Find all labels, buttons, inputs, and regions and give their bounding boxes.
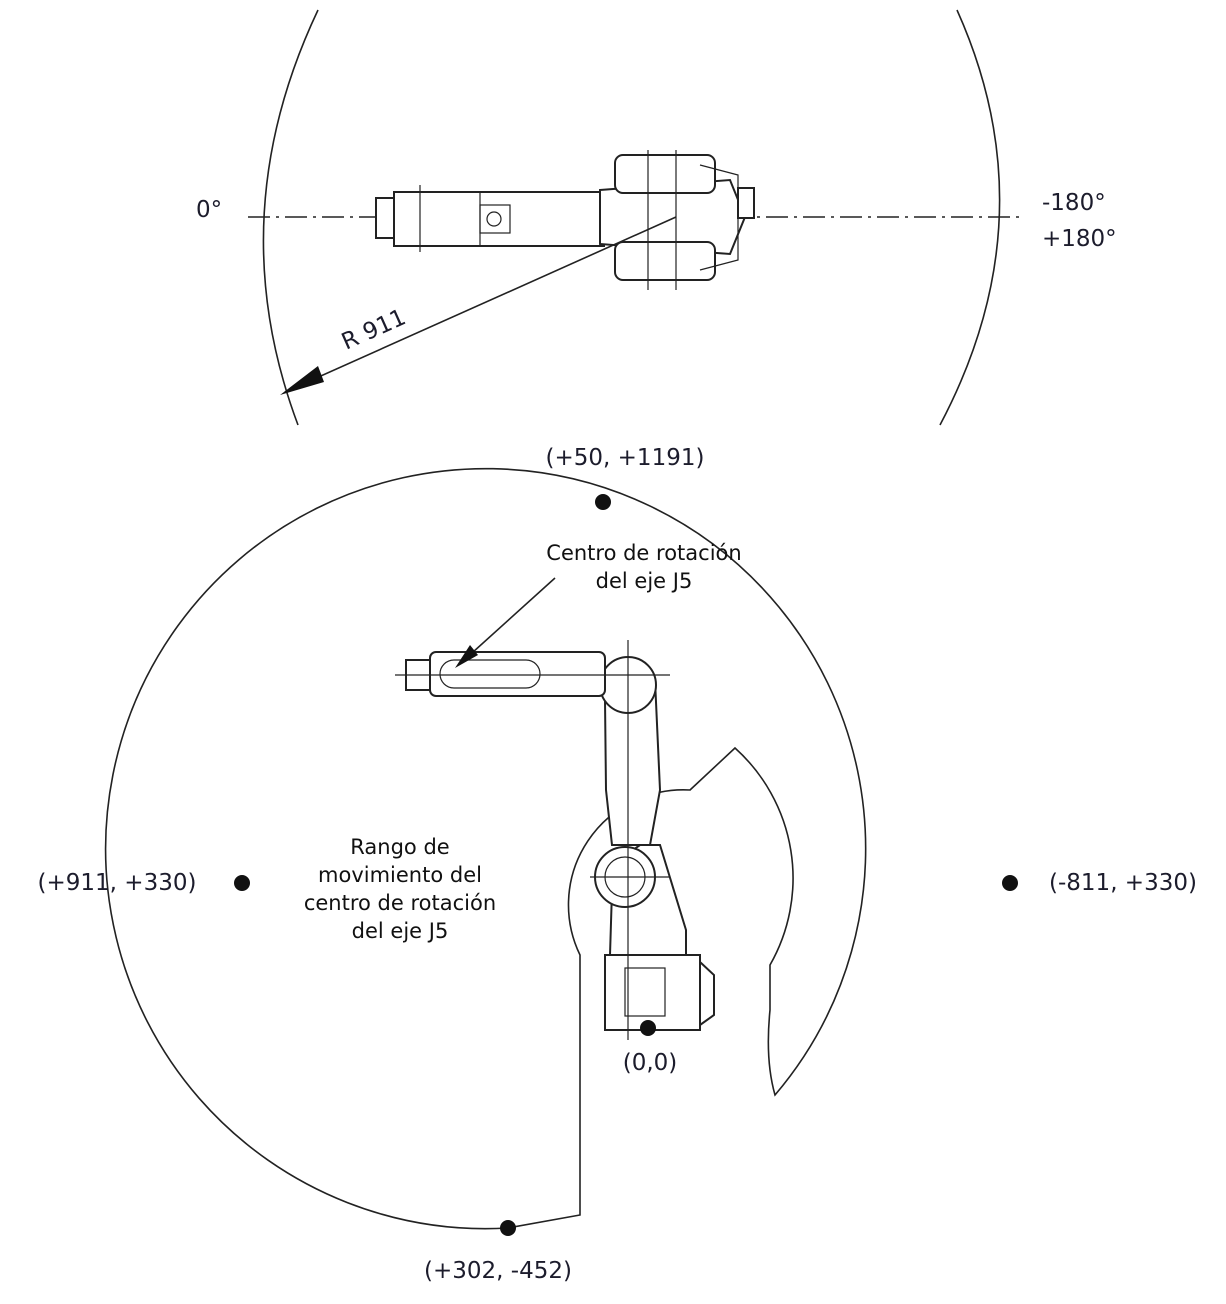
angle-label-minus180: -180° — [1042, 190, 1106, 216]
j5-callout-line1: Centro de rotación — [546, 541, 741, 565]
point-label-left: (+911, +330) — [38, 870, 197, 896]
robot-top-drawing — [375, 150, 755, 290]
point-bottom — [500, 1220, 516, 1236]
j5-callout-arrowhead-icon — [455, 645, 478, 668]
top-view: 0° -180° +180° R 911 — [196, 9, 1117, 426]
point-origin — [640, 1020, 656, 1036]
point-left — [234, 875, 250, 891]
range-note-line3: centro de rotación — [304, 891, 496, 915]
robot-side-drawing — [395, 640, 715, 1040]
side-view: (+50, +1191) (+911, +330) (-811, +330) (… — [38, 445, 1197, 1284]
range-note-line2: movimiento del — [318, 863, 482, 887]
angle-label-0: 0° — [196, 197, 222, 223]
j5-callout-line — [461, 577, 556, 663]
radius-arrow-line — [284, 216, 677, 393]
angle-label-plus180: +180° — [1042, 226, 1117, 252]
radius-arrowhead-icon — [280, 366, 324, 395]
point-label-origin: (0,0) — [623, 1050, 678, 1076]
point-label-right: (-811, +330) — [1049, 870, 1197, 896]
point-label-bottom: (+302, -452) — [424, 1258, 572, 1284]
point-top — [595, 494, 611, 510]
j5-callout-line2: del eje J5 — [596, 569, 693, 593]
radius-label: R 911 — [338, 304, 410, 355]
range-note-line1: Rango de — [350, 835, 449, 859]
point-right — [1002, 875, 1018, 891]
range-note-line4: del eje J5 — [352, 919, 449, 943]
j5-motion-range-outline — [104, 467, 867, 1230]
point-label-top: (+50, +1191) — [546, 445, 705, 471]
